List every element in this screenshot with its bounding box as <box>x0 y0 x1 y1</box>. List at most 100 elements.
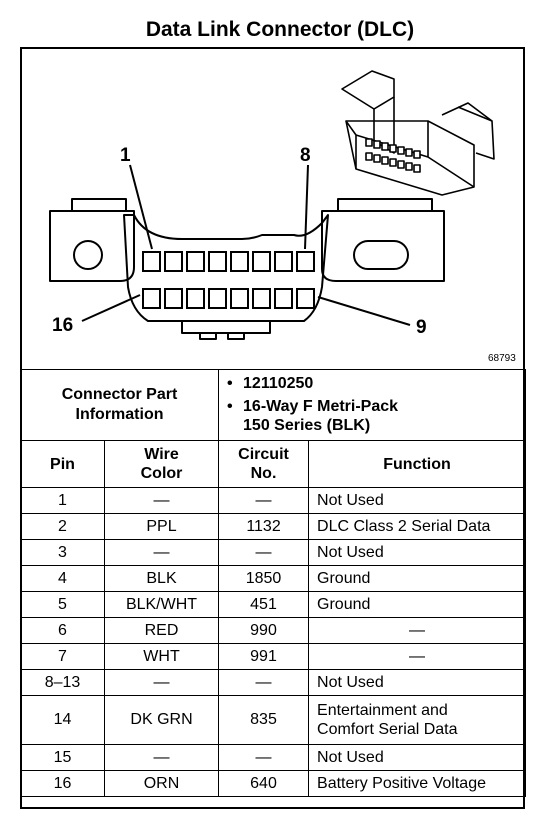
cell-wire-color: PPL <box>103 513 220 540</box>
cell-wire-color: — <box>103 744 220 771</box>
cell-pin: 2 <box>20 513 105 540</box>
right-mounting-ear <box>321 210 445 282</box>
cell-function: Battery Positive Voltage <box>308 770 527 797</box>
cell-circuit: 640 <box>218 770 310 797</box>
left-ear-tab <box>71 198 127 211</box>
cell-circuit: — <box>218 744 310 771</box>
cell-function: Ground <box>308 565 527 592</box>
table-row: 6 RED 990 — <box>20 617 527 644</box>
pin-cavity-top-row <box>296 251 315 272</box>
cell-wire-color: — <box>103 669 220 696</box>
pin-cavity-top-row <box>164 251 183 272</box>
cell-circuit: 451 <box>218 591 310 618</box>
pin-cavity-bottom-row <box>186 288 205 309</box>
cell-function: — <box>308 643 527 670</box>
table-row: 4 BLK 1850 Ground <box>20 565 527 592</box>
table-row: 16 ORN 640 Battery Positive Voltage <box>20 770 527 797</box>
cell-function: Ground <box>308 591 527 618</box>
table-row: 3 — — Not Used <box>20 539 527 566</box>
cell-function: Not Used <box>308 669 527 696</box>
bottom-latch <box>181 321 271 334</box>
cell-wire-color: BLK <box>103 565 220 592</box>
pin-cavity-bottom-row <box>252 288 271 309</box>
cell-function: — <box>308 617 527 644</box>
cell-wire-color: — <box>103 487 220 514</box>
pin-9-label: 9 <box>416 317 427 338</box>
cell-pin: 16 <box>20 770 105 797</box>
cell-function: Not Used <box>308 487 527 514</box>
cell-circuit: 990 <box>218 617 310 644</box>
leader-line-pin-9 <box>317 296 411 326</box>
part-number: 12110250 <box>225 374 521 393</box>
cell-pin: 15 <box>20 744 105 771</box>
pin-1-label: 1 <box>120 145 131 166</box>
cell-pin: 14 <box>20 695 105 745</box>
right-ear-tab <box>337 198 433 211</box>
pin-cavity-top-row <box>142 251 161 272</box>
cell-function: Entertainment and Comfort Serial Data <box>308 695 527 745</box>
connector-diagram: 1 8 16 9 68793 <box>22 49 523 369</box>
cell-function: DLC Class 2 Serial Data <box>308 513 527 540</box>
cell-circuit: 1132 <box>218 513 310 540</box>
cell-function: Not Used <box>308 539 527 566</box>
figure-number: 68793 <box>488 353 516 364</box>
pin-cavity-bottom-row <box>274 288 293 309</box>
connector-perspective-view <box>341 70 495 196</box>
cell-wire-color: ORN <box>103 770 220 797</box>
table-row: 2 PPL 1132 DLC Class 2 Serial Data <box>20 513 527 540</box>
cell-circuit: — <box>218 487 310 514</box>
cell-circuit: 835 <box>218 695 310 745</box>
connector-body <box>123 214 329 322</box>
connector-info-label: Connector Part Information <box>19 369 220 441</box>
pin-cavity-bottom-row <box>164 288 183 309</box>
leader-line-pin-16 <box>81 294 141 322</box>
cell-pin: 1 <box>20 487 105 514</box>
table-row: 5 BLK/WHT 451 Ground <box>20 591 527 618</box>
cell-pin: 3 <box>20 539 105 566</box>
leader-line-pin-8 <box>304 164 309 250</box>
pinout-table: Connector Part Information 12110250 16-W… <box>19 369 527 797</box>
pin-cavity-top-row <box>230 251 249 272</box>
cell-pin: 4 <box>20 565 105 592</box>
cell-pin: 7 <box>20 643 105 670</box>
left-mounting-ear <box>49 210 135 282</box>
pin-cavity-bottom-row <box>142 288 161 309</box>
cell-circuit: 1850 <box>218 565 310 592</box>
cell-wire-color: DK GRN <box>103 695 220 745</box>
connector-info-values: 12110250 16-Way F Metri-Pack 150 Series … <box>218 369 527 441</box>
pin-8-label: 8 <box>300 145 311 166</box>
cell-wire-color: WHT <box>103 643 220 670</box>
pin-cavity-top-row <box>208 251 227 272</box>
table-row: 8–13 — — Not Used <box>20 669 527 696</box>
header-pin: Pin <box>20 440 105 488</box>
cell-wire-color: BLK/WHT <box>103 591 220 618</box>
cell-wire-color: — <box>103 539 220 566</box>
table-row: 14 DK GRN 835 Entertainment and Comfort … <box>20 695 527 745</box>
table-row: 15 — — Not Used <box>20 744 527 771</box>
pin-cavity-bottom-row <box>230 288 249 309</box>
pin-cavity-bottom-row <box>208 288 227 309</box>
pin-cavity-top-row <box>274 251 293 272</box>
cell-circuit: — <box>218 539 310 566</box>
cell-pin: 8–13 <box>20 669 105 696</box>
connector-info-row: Connector Part Information 12110250 16-W… <box>19 369 527 441</box>
left-mounting-hole <box>73 240 103 270</box>
latch-teeth <box>199 333 245 340</box>
pin-cavity-bottom-row <box>296 288 315 309</box>
pin-cavity-top-row <box>186 251 205 272</box>
pin-cavities <box>142 251 315 309</box>
header-circuit-no: Circuit No. <box>218 440 310 488</box>
connector-description: 16-Way F Metri-Pack 150 Series (BLK) <box>225 397 521 435</box>
connector-drawing <box>49 70 495 340</box>
cell-pin: 6 <box>20 617 105 644</box>
header-function: Function <box>308 440 527 488</box>
right-mounting-slot <box>353 240 409 270</box>
leader-line-pin-1 <box>129 164 153 250</box>
cell-circuit: — <box>218 669 310 696</box>
cell-wire-color: RED <box>103 617 220 644</box>
cell-function: Not Used <box>308 744 527 771</box>
table-header-row: Pin Wire Color Circuit No. Function <box>20 440 527 488</box>
pin-cavity-top-row <box>252 251 271 272</box>
table-row: 1 — — Not Used <box>20 487 527 514</box>
cell-pin: 5 <box>20 591 105 618</box>
